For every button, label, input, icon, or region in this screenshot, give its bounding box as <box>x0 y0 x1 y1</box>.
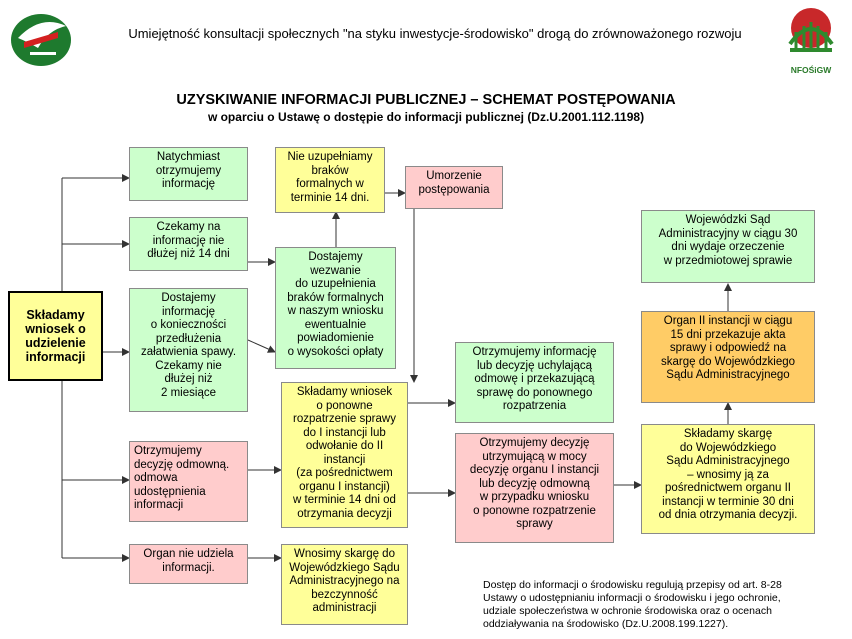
discontinue-box: Umorzenie postępowania <box>405 166 503 209</box>
diagram-subtitle: w oparciu o Ustawę o dostępie do informa… <box>207 110 645 124</box>
complaint-court-box: Składamy skargę do Wojewódzkiego Sądu Ad… <box>641 424 815 534</box>
wait14-box: Czekamy na informację nie dłużej niż 14 … <box>129 217 248 271</box>
complaint-inactivity-box: Wnosimy skargę do Wojewódzkiego Sądu Adm… <box>281 544 408 625</box>
no-info-box: Organ nie udziela informacji. <box>129 544 248 584</box>
nfosigw-logo: NFOŚiGW <box>776 4 846 75</box>
diagram-title: UZYSKIWANIE INFORMACJI PUBLICZNEJ – SCHE… <box>176 92 676 108</box>
immediate-box: Natychmiast otrzymujemy informację <box>129 147 248 201</box>
organ2-box: Organ II instancji w ciągu 15 dni przeka… <box>641 311 815 403</box>
refusal-box: Otrzymujemy decyzję odmowną. odmowa udos… <box>129 441 248 522</box>
court-box: Wojewódzki Sąd Administracyjny w ciągu 3… <box>641 210 815 283</box>
header-title: Umiejętność konsultacji społecznych "na … <box>128 26 742 41</box>
arrow-extension-callfix <box>247 339 276 353</box>
uphold-box: Otrzymujemy decyzję utrzymującą w mocy d… <box>455 433 614 543</box>
missing-fix-box: Nie uzupełniamy braków formalnych w term… <box>275 147 385 213</box>
reconsider-box: Składamy wniosek o ponowne rozpatrzenie … <box>281 382 408 528</box>
start-box: Składamy wniosek o udzielenie informacji <box>8 291 103 381</box>
nfosigw-logo-label: NFOŚiGW <box>790 65 832 75</box>
revoke-box: Otrzymujemy informację lub decyzję uchyl… <box>455 342 614 423</box>
left-logo <box>8 8 74 68</box>
footnote: Dostęp do informacji o środowisku regulu… <box>483 579 782 630</box>
call-fix-box: Dostajemy wezwanie do uzupełnienia brakó… <box>275 247 396 369</box>
extension-box: Dostajemy informację o konieczności prze… <box>129 288 248 412</box>
